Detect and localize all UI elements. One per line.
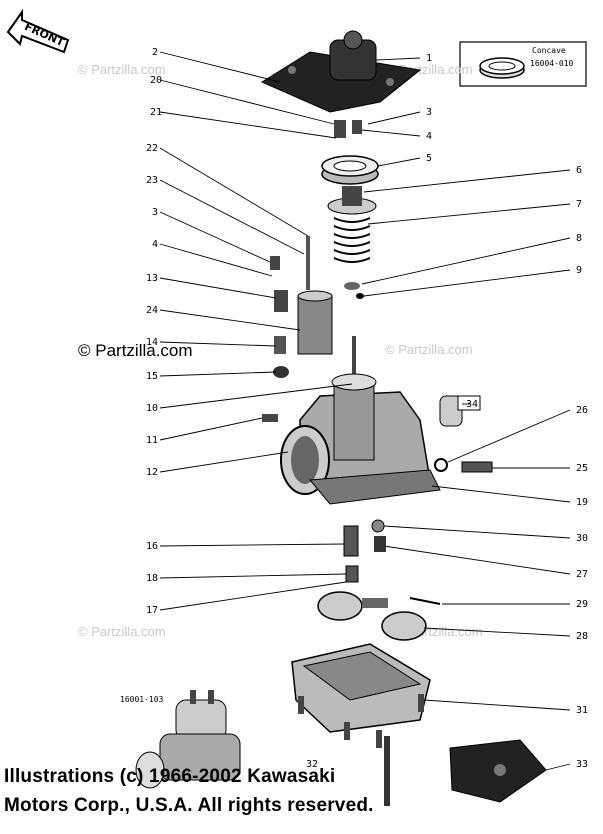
screw-part [334,120,346,138]
callout-4b: 4 [152,239,158,250]
float-assembly [317,591,441,641]
inset-part-number: 16004-010 [530,59,574,68]
callout-labels: 1 2 3 4 5 6 7 8 9 10 11 12 13 14 15 16 1… [146,47,588,770]
callout-15: 15 [146,371,158,382]
jet-needle [306,236,310,290]
callout-19: 19 [576,497,588,508]
jet [343,525,359,557]
callout-28: 28 [576,631,588,642]
carburetor-body [262,373,441,505]
callout-34: 34 [466,399,478,410]
callout-3b: 3 [152,207,158,218]
screw-part [344,722,350,740]
screw-part [352,120,362,134]
callout-7: 7 [576,199,582,210]
callout-8: 8 [576,233,582,244]
bracket-part [449,739,547,803]
callout-26: 26 [576,405,588,416]
screw-part [461,461,493,473]
callout-23: 23 [146,175,158,186]
watermark-main: © Partzilla.com [78,341,193,360]
screw-part [274,336,286,354]
screw-part [270,256,280,270]
callout-1: 1 [426,53,432,64]
drain-rod [384,736,390,806]
callout-22: 22 [146,143,158,154]
screw-part [274,290,288,312]
callout-4: 4 [426,131,432,142]
watermark: © Partzilla.com [78,62,166,77]
callout-31: 31 [576,705,588,716]
callout-33: 33 [576,759,588,770]
leader-lines [159,51,571,771]
callout-11: 11 [146,435,158,446]
callout-21: 21 [150,107,162,118]
callout-32: 32 [306,759,318,770]
callout-9: 9 [576,265,582,276]
callout-14: 14 [146,337,158,348]
callout-13: 13 [146,273,158,284]
watermark: © Partzilla.com [385,342,473,357]
callout-24: 24 [146,305,158,316]
callout-16: 16 [146,541,158,552]
callout-10: 10 [146,403,158,414]
washer [371,519,385,533]
screw-part [418,694,424,712]
callout-3: 3 [426,107,432,118]
washer [434,458,448,472]
ring-nut [321,155,379,185]
valve [374,536,386,552]
callout-20: 20 [150,75,162,86]
fitting-part [439,395,481,427]
spring-assembly [327,186,377,299]
watermark: © Partzilla.com [78,624,166,639]
callout-27: 27 [576,569,588,580]
callout-5: 5 [426,153,432,164]
callout-2: 2 [152,47,158,58]
jet [345,565,359,583]
throttle-valve [297,290,333,355]
callout-18: 18 [146,573,158,584]
inset-label: Concave [532,46,566,55]
callout-30: 30 [576,533,588,544]
needle [352,336,356,384]
callout-6: 6 [576,165,582,176]
copyright-line-1: Illustrations (c) 1966-2002 Kawasaki [4,766,336,787]
top-cover [260,30,422,113]
small-inset-label: 16001-103 [120,695,164,704]
callout-17: 17 [146,605,158,616]
small-carburetor-inset: 16001-103 [120,690,241,789]
callout-29: 29 [576,599,588,610]
callout-25: 25 [576,463,588,474]
copyright-line-2: Motors Corp., U.S.A. All rights reserved… [4,795,374,816]
screw-part [376,730,382,748]
inset-box-concave-ring: Concave 16004-010 [459,41,587,87]
screw-part [298,696,304,714]
float-bowl [291,643,431,733]
front-arrow: FRONT [6,8,70,54]
screw-part [273,366,289,378]
callout-12: 12 [146,467,158,478]
